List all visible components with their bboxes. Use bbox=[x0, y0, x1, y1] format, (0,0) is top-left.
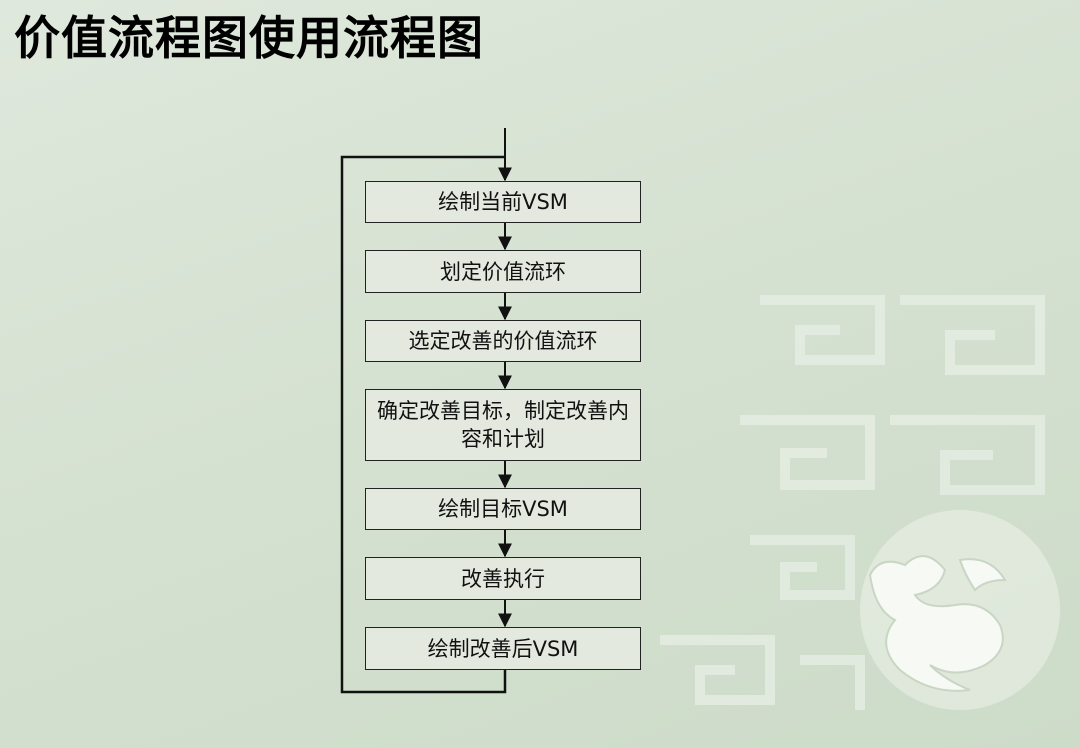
step-label: 绘制改善后VSM bbox=[427, 636, 579, 661]
step-draw-target-vsm: 绘制目标VSM bbox=[365, 488, 641, 530]
step-label: 选定改善的价值流环 bbox=[408, 329, 598, 353]
step-label: 划定价值流环 bbox=[440, 259, 566, 284]
step-set-goals-and-plan: 确定改善目标，制定改善内容和计划 bbox=[365, 389, 641, 461]
step-draw-improved-vsm: 绘制改善后VSM bbox=[365, 627, 641, 670]
step-label: 绘制当前VSM bbox=[438, 190, 568, 214]
step-select-improvement-loop: 选定改善的价值流环 bbox=[365, 320, 641, 362]
step-define-value-stream-loops: 划定价值流环 bbox=[365, 250, 641, 293]
step-label: 绘制目标VSM bbox=[438, 497, 568, 521]
step-execute-improvement: 改善执行 bbox=[365, 557, 641, 600]
step-label: 改善执行 bbox=[461, 566, 545, 591]
step-draw-current-vsm: 绘制当前VSM bbox=[365, 181, 641, 223]
feedback-loop-line bbox=[340, 155, 507, 694]
slide-title: 价值流程图使用流程图 bbox=[14, 11, 484, 65]
step-label: 确定改善目标，制定改善内容和计划 bbox=[377, 399, 629, 451]
